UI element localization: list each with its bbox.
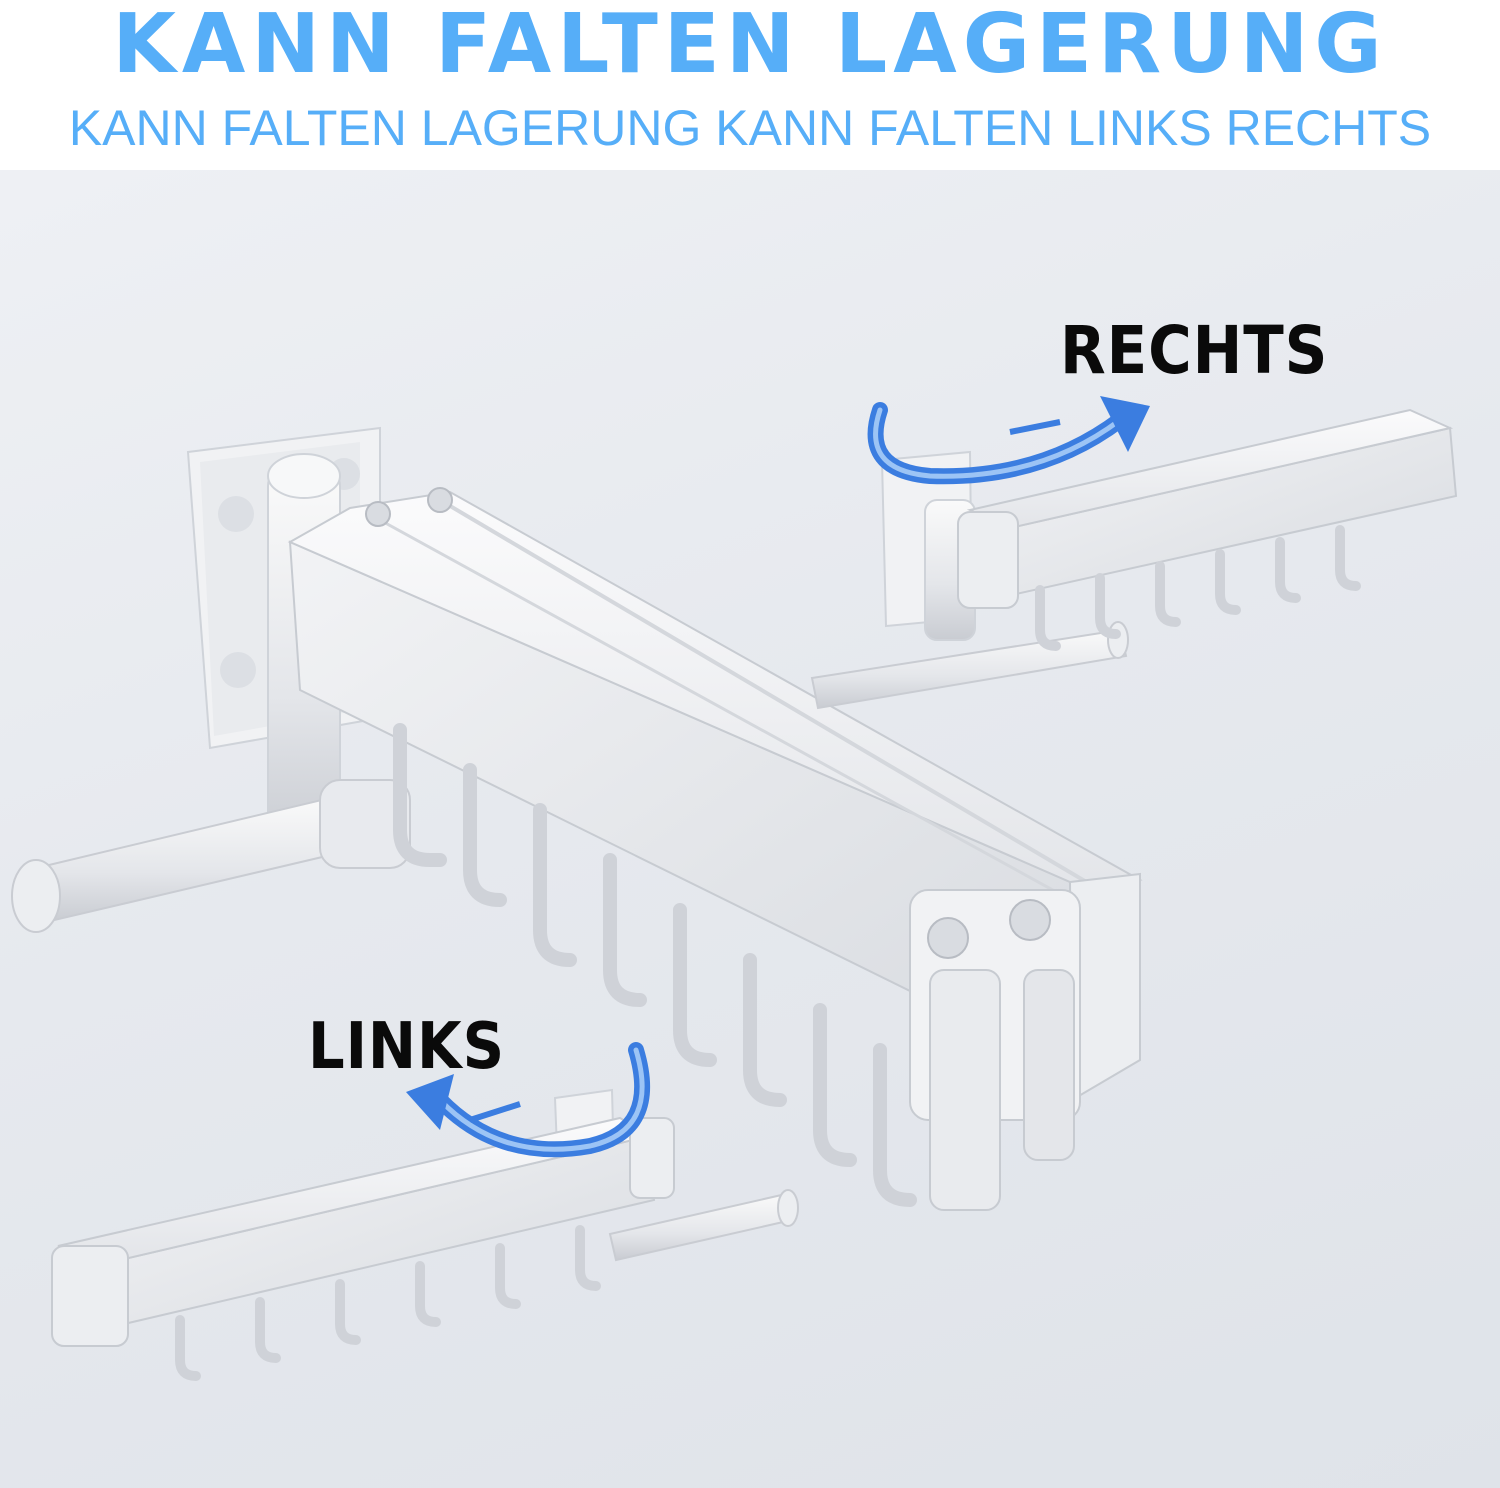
header: KANN FALTEN LAGERUNG KANN FALTEN LAGERUN… [0,0,1500,170]
label-rechts: RECHTS [1060,312,1329,389]
drying-rack-illustration [11,396,1458,1381]
curved-arrow-right-icon [867,396,1150,485]
page-subtitle: KANN FALTEN LAGERUNG KANN FALTEN LINKS R… [68,100,1432,156]
product-photo: RECHTS LINKS [0,170,1500,1488]
curved-arrow-left-icon [406,1042,651,1158]
main-rack [11,426,1143,1211]
page-title: KANN FALTEN LAGERUNG [112,0,1388,92]
label-links: LINKS [308,1010,505,1084]
right-rack [810,408,1458,710]
left-rack [51,1088,799,1381]
